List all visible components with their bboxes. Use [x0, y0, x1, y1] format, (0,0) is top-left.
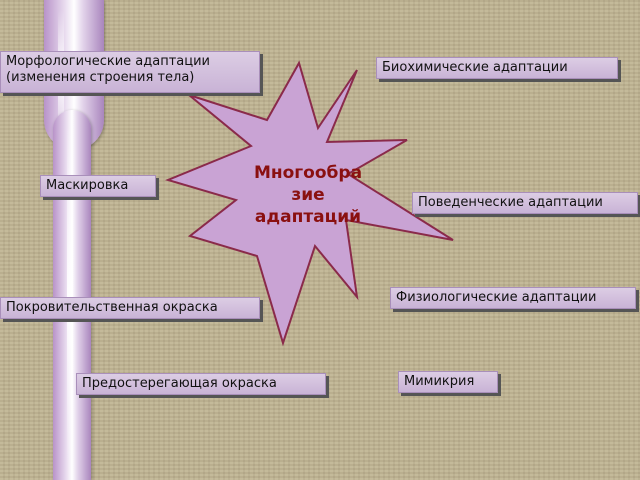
box-protective-coloration: Покровительственная окраска — [0, 297, 260, 319]
star-shape — [164, 60, 454, 347]
box-mimicry: Мимикрия — [398, 371, 498, 393]
box-warning-coloration: Предостерегающая окраска — [76, 373, 326, 395]
box-masking: Маскировка — [40, 175, 156, 197]
decorative-pillar — [53, 110, 91, 480]
box-behavioral-adaptations: Поведенческие адаптации — [412, 192, 638, 214]
box-morphological-adaptations: Морфологические адаптации (изменения стр… — [0, 51, 260, 93]
box-physiological-adaptations: Физиологические адаптации — [390, 287, 636, 309]
center-title: Многообра зие адаптаций — [253, 163, 363, 227]
box-biochemical-adaptations: Биохимические адаптации — [376, 57, 618, 79]
